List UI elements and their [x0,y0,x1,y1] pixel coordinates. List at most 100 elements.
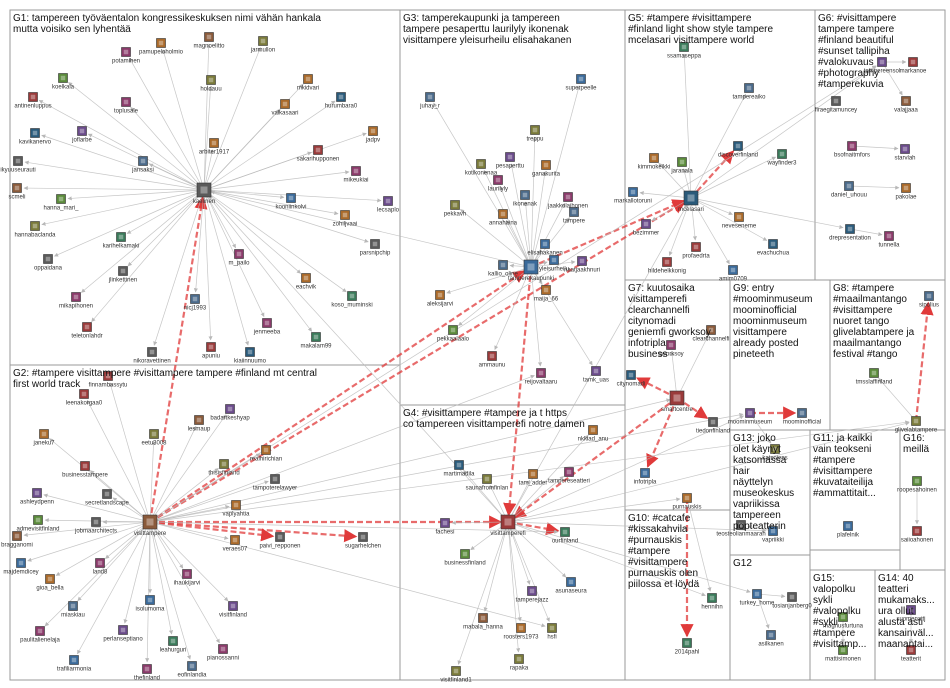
node-firaegitamuncey[interactable]: firaegitamuncey [815,96,857,114]
node-fachesi[interactable]: fachesi [435,518,455,536]
node-profaedrta[interactable]: profaedrta [682,242,710,260]
node-scmeli[interactable]: scmeli [8,183,26,201]
node-gworksoy[interactable]: gworksoy [658,340,684,358]
node-apuniu[interactable]: apuniu [202,342,220,360]
node-visittamperefi[interactable]: visittamperefi [490,514,526,537]
node-aleksijarvi[interactable]: aleksijarvi [427,290,453,308]
node-jadpv[interactable]: jadpv [365,126,380,144]
node-oppaidana[interactable]: oppaidana [34,254,63,272]
node-koso_muminski[interactable]: koso_muminski [331,291,373,309]
node-drepresentation[interactable]: drepresentation [829,224,871,242]
node-teatterit[interactable]: teatterit [901,645,921,663]
node-kimmokeikki[interactable]: kimmokeikki [638,153,671,171]
node-joflarbe[interactable]: joflarbe [71,126,92,144]
node-trafiliarmonia[interactable]: trafiliarmonia [57,655,92,673]
node-paivi_repponen[interactable]: paivi_repponen [259,532,301,550]
node-superpeelle[interactable]: superpeelle [565,74,597,92]
node-valajjaaa[interactable]: valajjaaa [894,96,919,114]
node-mattisimonen[interactable]: mattisimonen [825,645,861,663]
node-hanna_mari[interactable]: hanna_mari_ [43,194,79,212]
node-jenmeeba[interactable]: jenmeeba [253,318,281,336]
node-wayfinder3[interactable]: wayfinder3 [766,149,797,167]
node-paulitalienelaja[interactable]: paulitalienelaja [20,626,61,644]
node-amim0709[interactable]: amim0709 [719,265,748,283]
node-infotripla[interactable]: infotripla [634,468,657,486]
node-plafelnik[interactable]: plafelnik [837,521,860,539]
node-businessfinland[interactable]: businessfinland [444,549,486,567]
node-leenakorgaa0[interactable]: leenakorgaa0 [66,389,103,407]
node-lecsaplo[interactable]: lecsaplo [377,196,400,214]
node-tamperekaupunki[interactable]: tamperekaupunki [508,259,554,282]
node-antinenluppus[interactable]: antinenluppus [14,92,52,110]
node-gioa_bella[interactable]: gioa_bella [36,574,64,592]
node-visitfinland1[interactable]: visitfinland1 [440,666,472,684]
node-ashleydpenn[interactable]: ashleydpenn [20,488,54,506]
node-tampereensol[interactable]: tampereensol [864,57,900,75]
node-smartcentre[interactable]: smartcentre [661,390,693,413]
node-potamihen[interactable]: potamihen [112,47,140,65]
node-discoverfinland[interactable]: discoverfinland [718,141,758,159]
node-tmsslaffinland[interactable]: tmsslaffinland [856,368,893,386]
node-mikapihonen[interactable]: mikapihonen [59,292,93,310]
node-juhay_r[interactable]: juhay_r [419,92,440,110]
node-kallio_oline[interactable]: kallio_oline [488,260,519,278]
node-mcelasari[interactable]: mcelasari [678,190,704,213]
node-realhirichian[interactable]: realhirichian [250,445,282,463]
node-moominmuseum[interactable]: moominmuseum [728,408,772,426]
node-pekkaalaalo[interactable]: pekkaalaalo [437,325,470,343]
node-markanoe[interactable]: markanoe [900,57,927,75]
node-martimadila[interactable]: martimadila [443,460,475,478]
node-teletonlahdr[interactable]: teletonlahdr [71,322,103,340]
node-visitfinland[interactable]: visitfinland [219,601,247,619]
node-janeku7[interactable]: janeku7 [32,429,55,447]
node-perlanseptiano[interactable]: perlanseptiano [103,625,143,643]
node-mabala_hanna[interactable]: mabala_hanna [463,613,504,631]
node-jansaksi[interactable]: jansaksi [131,156,154,174]
node-saunafromfinlan[interactable]: saunafromfinlan [466,474,509,492]
node-glivelabtampere[interactable]: glivelabtampere [895,416,938,434]
node-finnambassytu[interactable]: finnambassytu [89,371,128,389]
node-asilkanen[interactable]: asilkanen [758,630,784,648]
node-veraes07[interactable]: veraes07 [223,535,248,553]
node-tampereaiko[interactable]: tampereaiko [732,83,766,101]
node-tampoterelawyer[interactable]: tampoterelawyer [253,474,297,492]
node-mikeukiai[interactable]: mikeukiai [343,166,369,184]
node-magnoelitto[interactable]: magnoelitto [193,32,225,50]
node-eachvik[interactable]: eachvik [296,273,317,291]
node-hannabaclanda[interactable]: hannabaclanda [14,221,56,239]
node-ihaukijarvi[interactable]: ihaukijarvi [174,569,201,587]
node-clearchannelfi[interactable]: clearchannelfi [692,325,730,343]
node-tosianjanberg0[interactable]: tosianjanberg0 [772,592,812,610]
node-ganakurita[interactable]: ganakurita [532,160,561,178]
node-starvlah[interactable]: starvlah [894,144,916,162]
node-m_pailo[interactable]: m_pailo [228,249,250,267]
node-yleisurheilu[interactable]: yleisurheilu [539,255,569,273]
node-neveseneme[interactable]: neveseneme [722,212,757,230]
node-hsfi[interactable]: hsfi [547,623,557,641]
node-valkasaari[interactable]: valkasaari [271,99,299,117]
node-reijovaltaaru[interactable]: reijovaltaaru [525,368,558,386]
node-vapriikki[interactable]: vapriikki [762,526,784,544]
node-eetu3008[interactable]: eetu3008 [141,429,167,447]
node-kotikonenaa[interactable]: kotikonenaa [465,159,498,177]
node-moominofficial[interactable]: moominofficial [783,408,821,426]
node-miaskiau[interactable]: miaskiau [61,601,85,619]
node-sakarihupponen[interactable]: sakarihupponen [297,145,340,163]
node-ikonenak[interactable]: ikonenak [513,190,538,208]
node-jaranala[interactable]: jaranala [670,157,693,175]
node-saiioahonen[interactable]: saiioahonen [901,526,933,544]
node-teosteolianmaarah[interactable]: teosteolianmaarah [716,520,766,538]
node-laurilyly[interactable]: laurilyly [488,175,508,193]
node-pakolae[interactable]: pakolae [895,183,917,201]
node-treppu[interactable]: treppu [526,125,544,143]
node-roopesahoinen[interactable]: roopesahoinen [897,476,937,494]
node-evachuchua[interactable]: evachuchua [757,239,790,257]
node-tamperejazz[interactable]: tamperejazz [516,586,549,604]
node-tampereseatteri[interactable]: tampereseatteri [548,467,590,485]
node-pesaperttu[interactable]: pesaperttu [496,152,524,170]
node-tam_adder[interactable]: tam_adder [519,469,548,487]
node-kavikanervo[interactable]: kavikanervo [19,128,52,146]
node-bsofnaitmfors[interactable]: bsofnaitmfors [834,141,870,159]
node-mkidvari[interactable]: mkidvari [297,74,319,92]
node-jobmaarchitects[interactable]: jobmaarchitects [74,517,117,535]
